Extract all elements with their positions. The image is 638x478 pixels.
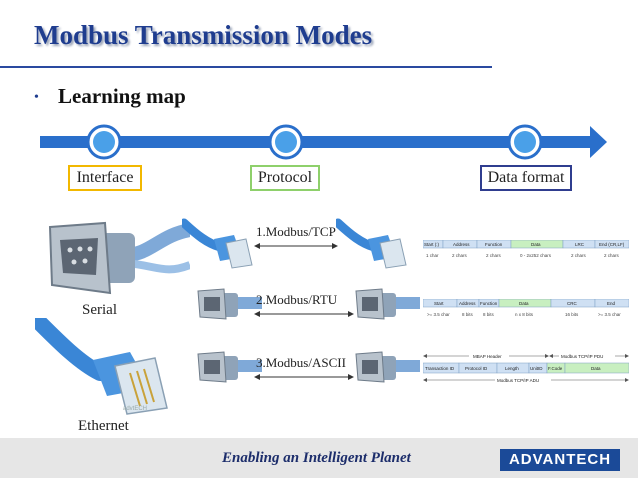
timeline-node-data-format: [507, 124, 543, 160]
rtu-h5: End: [607, 301, 616, 306]
tcp-pdu-label: Modbus TCP/IP PDU: [561, 354, 603, 359]
stop-data-format-label: Data format: [480, 165, 572, 191]
tcp-adu-label: Modbus TCP/IP ADU: [497, 378, 539, 383]
ascii-right-plug-icon: [355, 351, 420, 383]
rtu-double-arrow: [254, 311, 354, 317]
mode-ascii-label: 3.Modbus/ASCII: [256, 355, 346, 370]
timeline-node-interface: [86, 124, 122, 160]
mode-rtu-label: 2.Modbus/RTU: [256, 292, 338, 307]
footer-tagline: Enabling an Intelligent Planet: [222, 450, 411, 466]
serial-connector-image: [48, 221, 190, 295]
stop-interface-label: Interface: [68, 165, 142, 191]
ascii-h2: Function: [485, 242, 503, 247]
rtu-h0: Start: [434, 301, 444, 306]
rtu-s5: >= 3.5 char: [598, 312, 621, 317]
tcp-f3: UnitID: [530, 366, 543, 371]
rtu-h2: Function: [480, 301, 498, 306]
rtu-s1: 8 bits: [462, 312, 474, 317]
ascii-s1: 2 chars: [452, 253, 468, 258]
ascii-double-arrow: [254, 374, 354, 380]
tcp-double-arrow: [254, 243, 338, 249]
mode-tcp-label: 1.Modbus/TCP: [256, 224, 336, 239]
ascii-s2: 2 chars: [486, 253, 502, 258]
tcp-f0: Transaction ID: [425, 366, 455, 371]
slide-title: Modbus Transmission Modes: [34, 20, 373, 50]
bullet-text: Learning map: [58, 84, 186, 108]
timeline-arrowhead: [590, 126, 607, 158]
rtu-s2: 8 bits: [483, 312, 495, 317]
tcp-f1: Protocol ID: [465, 366, 488, 371]
title-underline: [0, 66, 492, 68]
ethernet-caption: Ethernet: [78, 418, 129, 434]
stop-protocol-label: Protocol: [250, 165, 320, 191]
tcp-f4: F.Code: [548, 366, 563, 371]
rtu-right-plug-icon: [355, 288, 420, 320]
bullet-marker: •: [34, 90, 39, 105]
learning-map-timeline: [40, 124, 607, 160]
rtu-h3: Data: [519, 301, 529, 306]
ascii-left-plug-icon: [197, 351, 262, 383]
ascii-h4: LRC: [575, 242, 585, 247]
frame-format-ascii: Start (:) Address Function Data LRC End …: [423, 240, 629, 258]
serial-caption: Serial: [82, 302, 117, 318]
rtu-s0: >= 3.5 char: [427, 312, 450, 317]
ascii-s3: 0 - 2x252 chars: [520, 253, 552, 258]
ascii-h0: Start (:): [424, 242, 440, 247]
advantech-logo: ADVANTECH: [500, 449, 620, 471]
tcp-f2: Length: [505, 366, 519, 371]
frame-format-rtu: Start Address Function Data CRC End >= 3…: [423, 299, 629, 317]
ascii-s0: 1 char: [426, 253, 439, 258]
tcp-mbap-label: MBAP Header: [473, 354, 502, 359]
rtu-h1: Address: [459, 301, 476, 306]
timeline-node-protocol: [268, 124, 304, 160]
rtu-h4: CRC: [567, 301, 577, 306]
ascii-h3: Data: [531, 242, 541, 247]
ascii-s4: 2 chars: [571, 253, 587, 258]
tcp-left-plug-icon: [182, 218, 253, 269]
ascii-s5: 2 chars: [604, 253, 620, 258]
ascii-h1: Address: [453, 242, 470, 247]
ascii-h5: End (CR,LF): [599, 242, 625, 247]
rtu-left-plug-icon: [197, 288, 262, 320]
image-watermark: advtECH: [123, 406, 147, 412]
rtu-s4: 16 bits: [565, 312, 579, 317]
tcp-f5: Data: [591, 366, 601, 371]
timeline-bar: [40, 136, 592, 148]
frame-format-tcp: MBAP Header Modbus TCP/IP PDU Transactio…: [423, 353, 629, 383]
ethernet-connector-image: advtECH: [35, 318, 168, 415]
rtu-s3: n x 8 bits: [515, 312, 534, 317]
tcp-right-plug-icon: [336, 218, 407, 269]
